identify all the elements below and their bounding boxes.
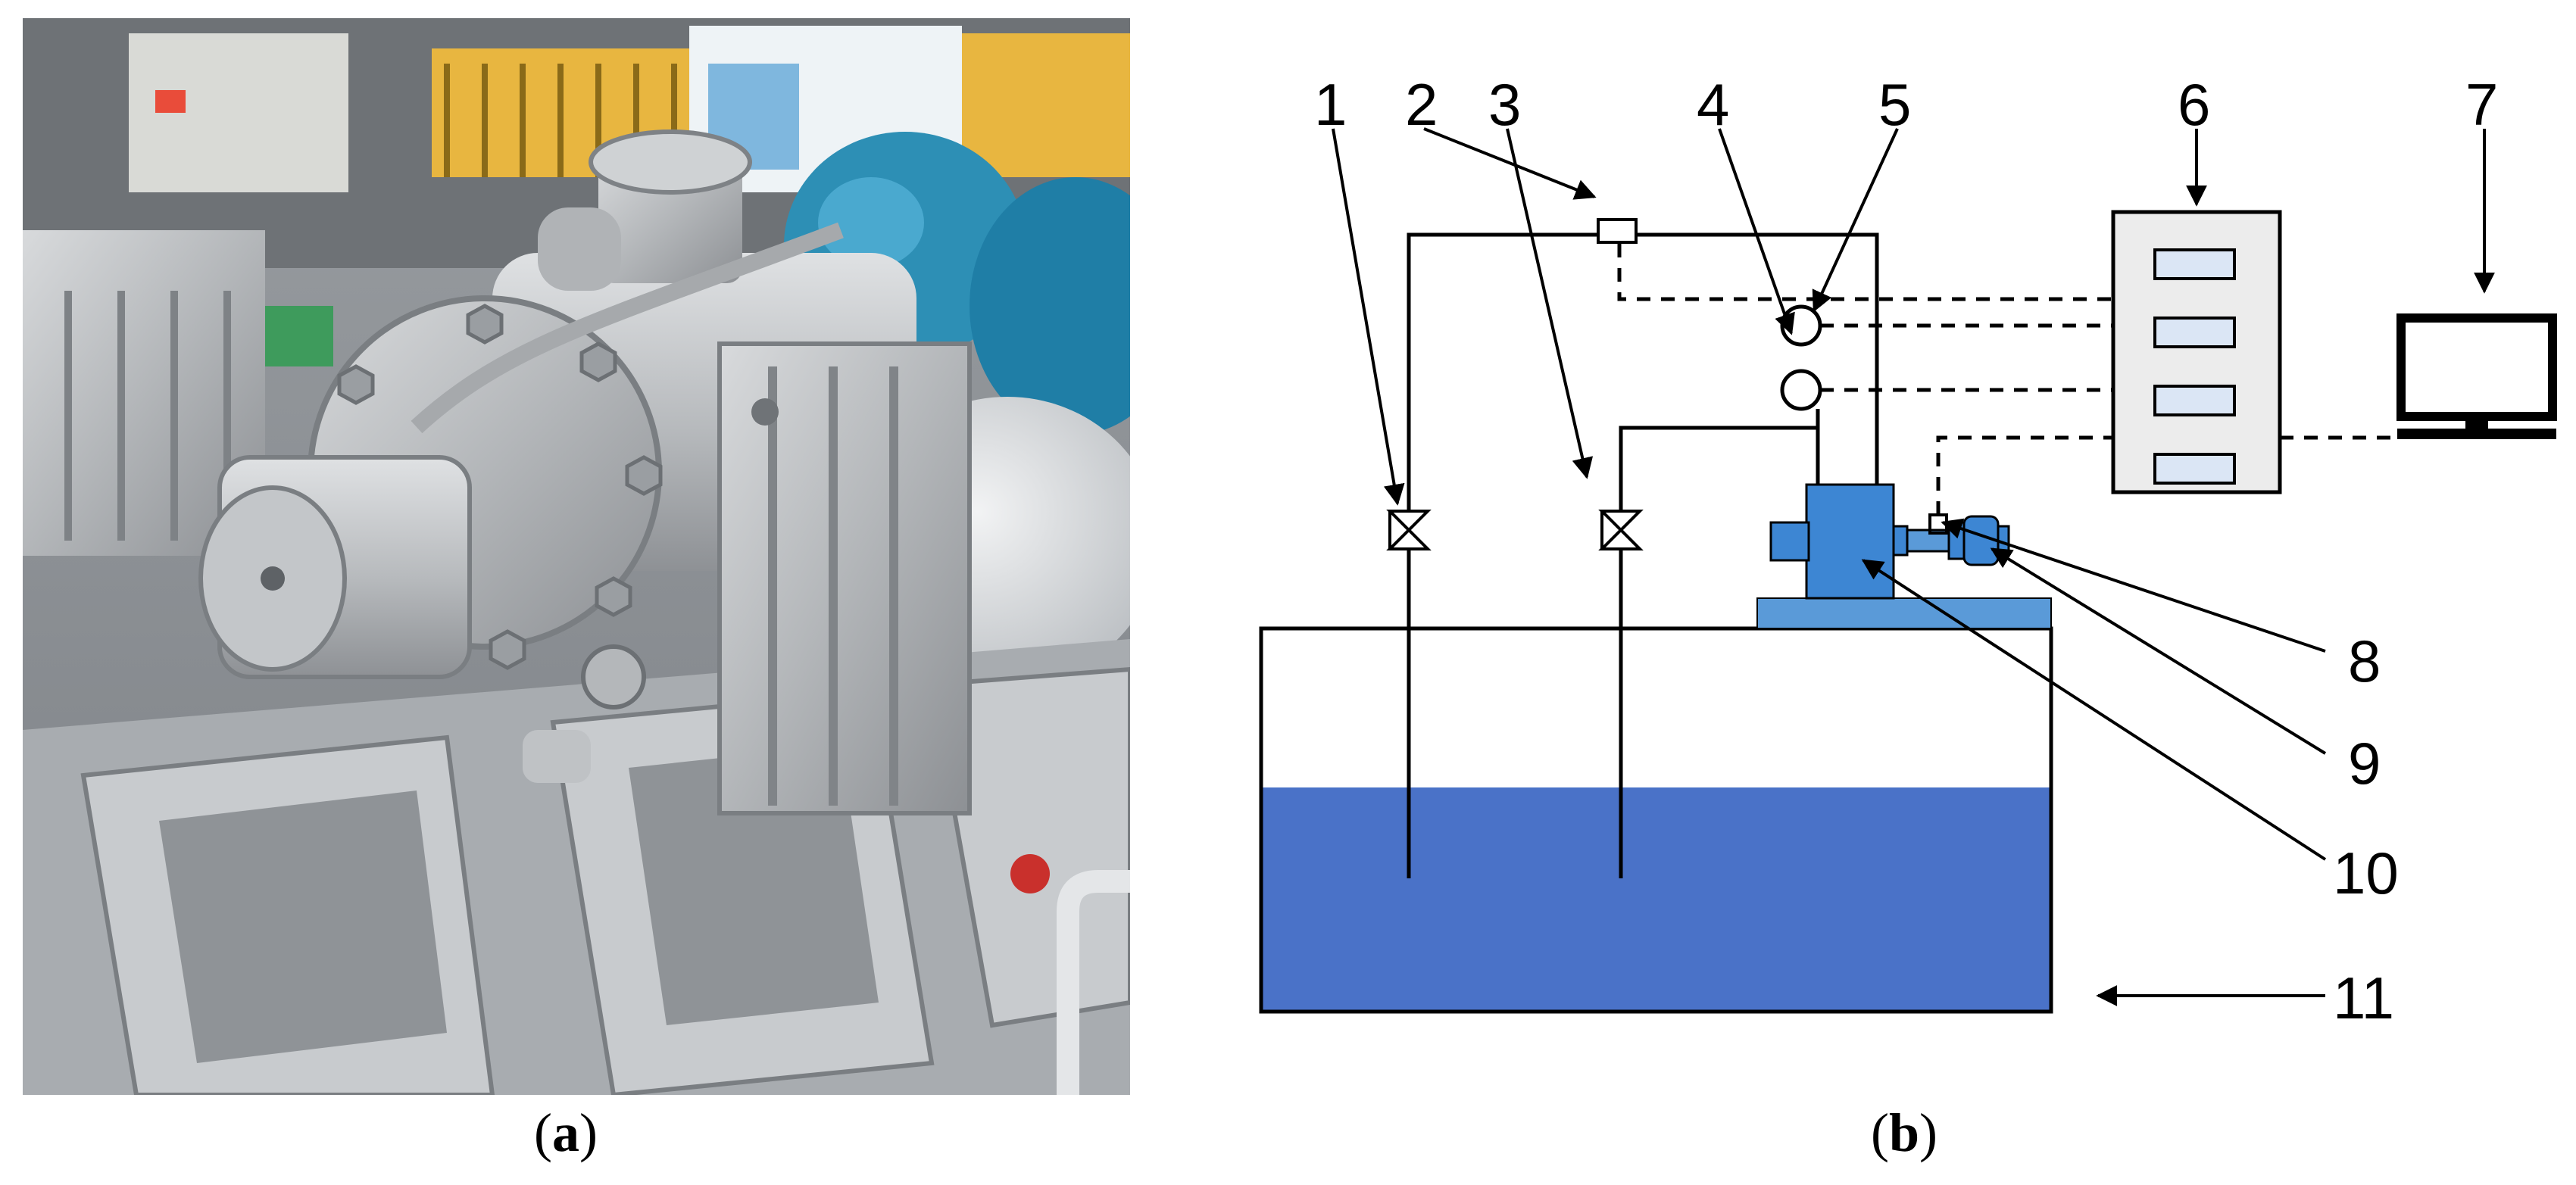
support-frame-right — [717, 341, 972, 815]
balance-pipe — [411, 222, 844, 434]
callout-8: 8 — [2348, 628, 2381, 694]
test-rig-schematic: 1 2 3 4 5 6 7 8 9 10 11 — [1182, 45, 2576, 1105]
caption-b: (b) — [1871, 1102, 1937, 1165]
green-fitting — [265, 306, 333, 366]
callout-3: 3 — [1488, 71, 1521, 138]
callout-labels: 1 2 3 4 5 6 7 8 9 10 11 — [1314, 71, 2498, 1031]
computer-monitor — [2396, 313, 2557, 421]
caption-b-letter: b — [1888, 1102, 1920, 1163]
callout-arrows — [1332, 127, 2495, 1006]
callout-2: 2 — [1405, 71, 1438, 138]
callout-6: 6 — [2178, 71, 2210, 138]
outlet-pipe — [1407, 232, 1879, 878]
pump-photo — [23, 18, 1130, 1095]
caption-a-letter: a — [551, 1102, 579, 1163]
caption-b-close: ) — [1919, 1102, 1938, 1163]
computer-keyboard — [2397, 429, 2556, 439]
signal-lines — [1617, 244, 2397, 515]
computer-stand — [2465, 416, 2488, 429]
valve-outlet — [1386, 510, 1432, 550]
inlet-pressure-gauge — [1780, 369, 1822, 411]
pump-base — [1756, 597, 2052, 629]
railing-bars — [444, 64, 677, 177]
drain-coupling — [523, 730, 591, 783]
acquisition-channels — [2153, 248, 2236, 485]
blue-pump-volute-right — [970, 177, 1130, 435]
discharge-flange — [589, 129, 752, 195]
callout-10: 10 — [2333, 840, 2399, 906]
pump-outlet-stub — [1892, 525, 1909, 557]
drain-valve — [581, 644, 646, 709]
shaft-end — [261, 566, 285, 591]
red-valve-handle — [1010, 854, 1050, 893]
yellow-railing-right — [962, 33, 1130, 177]
cabinet-label — [155, 90, 186, 113]
caption-b-open: ( — [1871, 1102, 1889, 1163]
callout-9: 9 — [2348, 730, 2381, 797]
schematic-svg: 1 2 3 4 5 6 7 8 9 10 11 — [1259, 71, 2557, 1031]
water-tank — [1259, 626, 2053, 1014]
water-tank-water — [1261, 787, 2051, 1012]
caption-a-open: ( — [534, 1102, 552, 1163]
suction-nozzle — [538, 207, 621, 291]
pump-inlet-stub — [1769, 521, 1810, 562]
pump-body — [1805, 483, 1895, 600]
callout-11: 11 — [2333, 965, 2394, 1031]
caption-a-close: ) — [579, 1102, 598, 1163]
caption-a: (a) — [534, 1102, 598, 1165]
pump-photo-illustration — [23, 18, 1130, 1095]
callout-4: 4 — [1697, 71, 1729, 138]
callout-5: 5 — [1878, 71, 1911, 138]
callout-7: 7 — [2465, 71, 2498, 138]
valve-inlet — [1598, 510, 1644, 550]
flowmeter — [1597, 218, 1638, 244]
white-pipe — [1057, 870, 1130, 1095]
callout-1: 1 — [1314, 71, 1347, 138]
blue-pump-highlight — [818, 177, 924, 268]
inlet-pipe — [1619, 426, 1820, 878]
